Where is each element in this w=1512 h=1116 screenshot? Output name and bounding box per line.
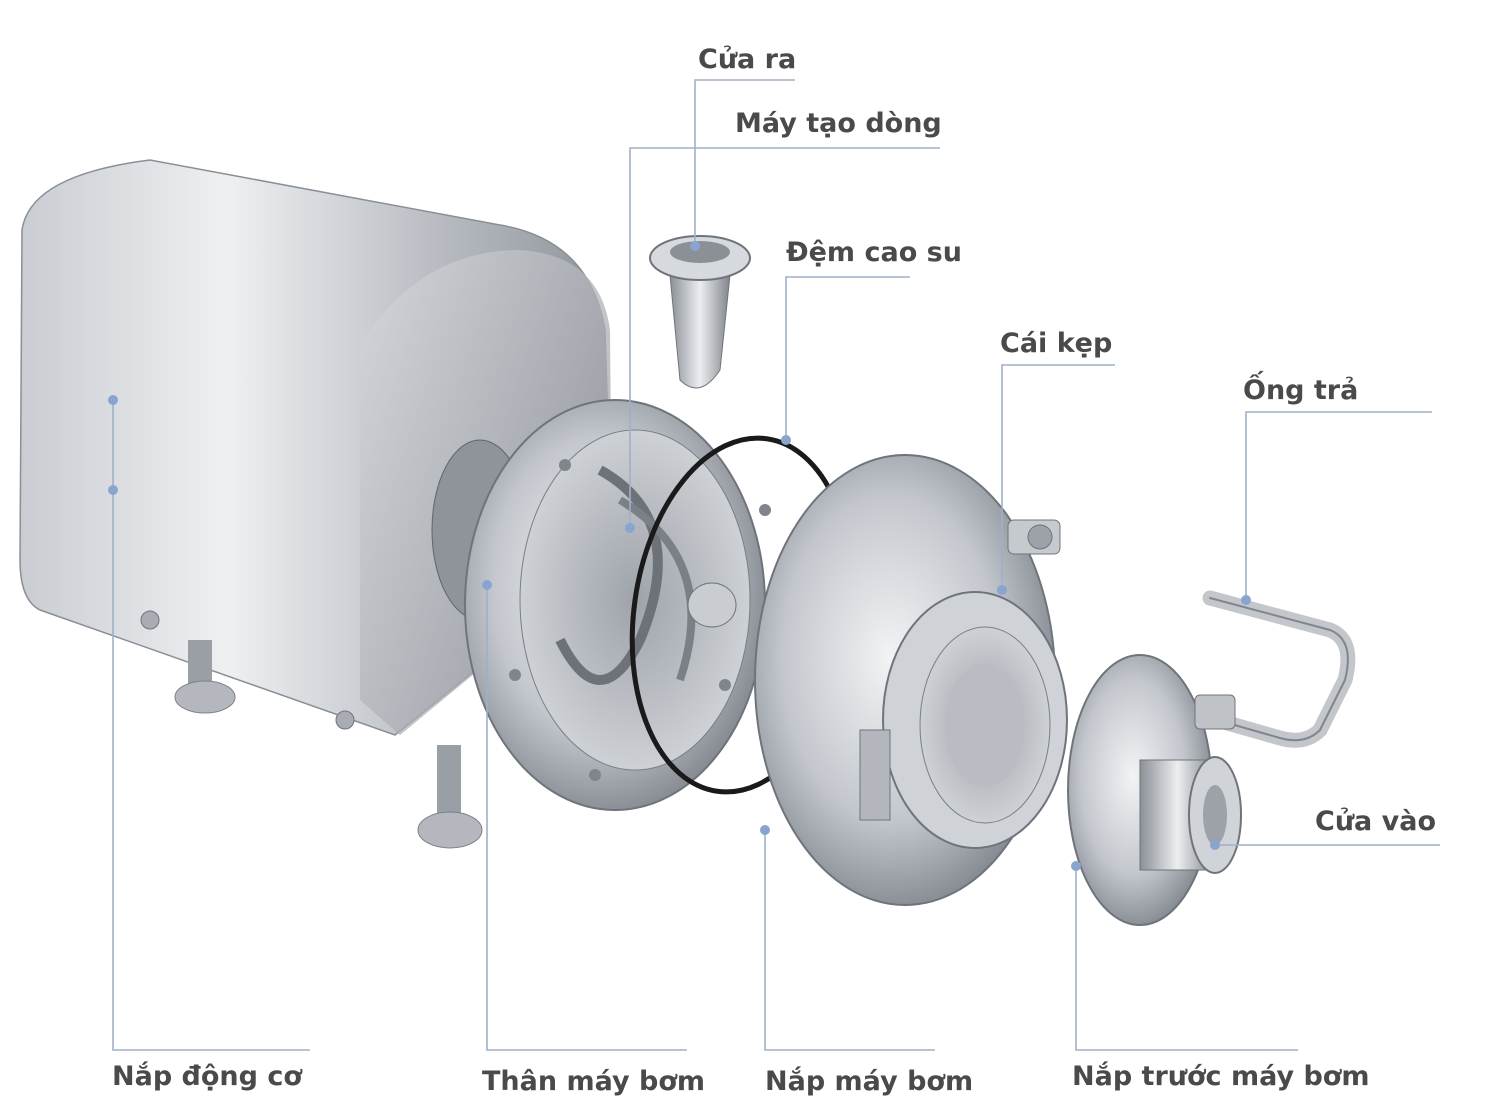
pump-cover-shape (754, 454, 1068, 906)
leader-motor-cover (112, 400, 310, 1051)
label-pump-cover: Nắp máy bơm (765, 1066, 974, 1097)
leader-impeller (629, 147, 940, 528)
label-motor-cover: Nắp động cơ (112, 1061, 302, 1092)
leader-clamp (1001, 364, 1115, 590)
leader-pump-cover (764, 830, 935, 1051)
leader-outlet (694, 79, 795, 246)
leader-return-pipe (1245, 411, 1432, 600)
leader-lines (112, 79, 1440, 1051)
label-front-cover: Nắp trước máy bơm (1072, 1061, 1370, 1092)
leader-dots (108, 241, 1251, 871)
leader-front-cover (1075, 866, 1298, 1051)
label-clamp: Cái kẹp (1000, 328, 1113, 359)
label-return-pipe: Ống trả (1243, 375, 1359, 406)
label-pump-body: Thân máy bơm (482, 1066, 706, 1097)
leader-gasket (785, 276, 910, 440)
label-gasket: Đệm cao su (786, 237, 962, 268)
leader-pump-body (486, 585, 687, 1051)
label-inlet: Cửa vào (1315, 806, 1437, 837)
front-cover-shape (1067, 590, 1356, 926)
label-impeller: Máy tạo dòng (735, 108, 942, 139)
label-outlet: Cửa ra (698, 44, 797, 75)
